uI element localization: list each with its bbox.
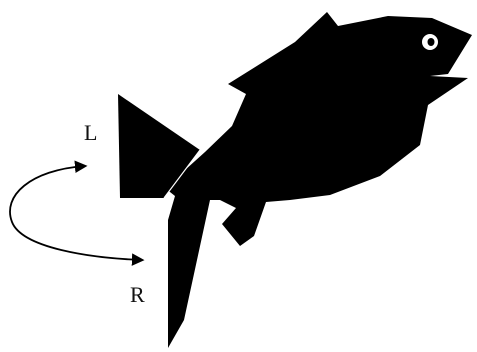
eye-pupil [428,38,435,46]
label-right: R [130,282,145,307]
label-left: L [84,120,97,145]
